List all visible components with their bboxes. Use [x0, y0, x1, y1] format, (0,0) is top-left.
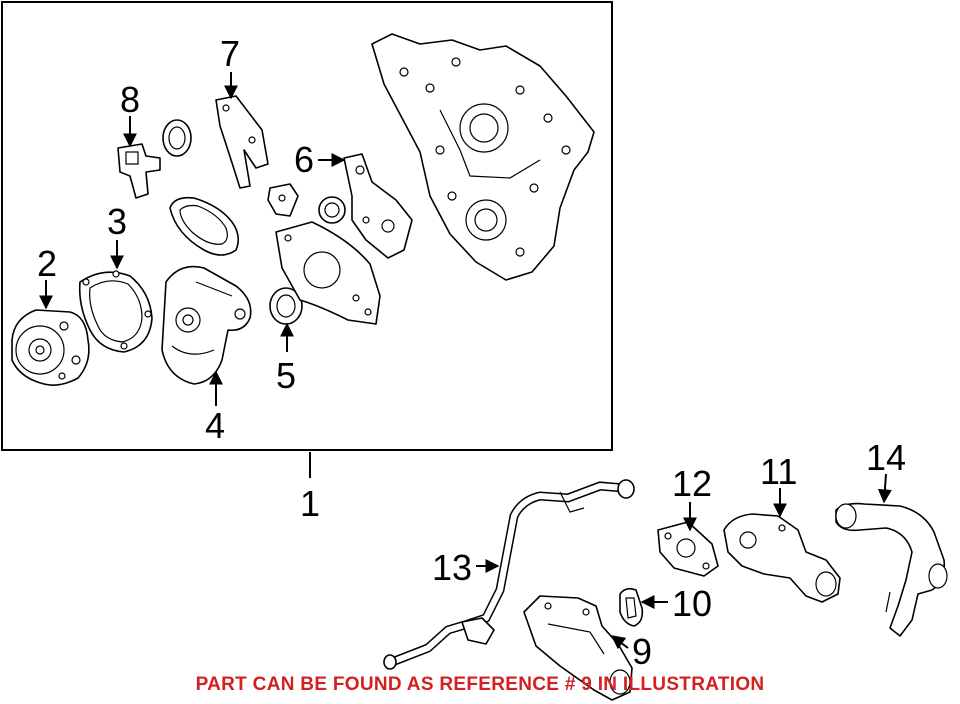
callout-2: 2	[37, 243, 57, 284]
part-3-gasket[interactable]	[78, 270, 153, 353]
callout-10: 10	[672, 583, 712, 624]
callout-12: 12	[672, 463, 712, 504]
cover-seal	[318, 196, 346, 224]
assembly-frame	[1, 1, 613, 451]
part-2-water-pump[interactable]	[11, 309, 90, 386]
part-4-pump-housing[interactable]	[161, 265, 252, 385]
callout-6: 6	[294, 139, 314, 180]
part-12-flange-gasket[interactable]	[657, 521, 719, 577]
oval-gasket	[169, 196, 240, 256]
leader-lines	[39, 72, 892, 650]
part-6-bracket[interactable]	[343, 153, 413, 259]
part-9-thermostat-housing[interactable]	[523, 595, 633, 701]
tensioner-block	[267, 183, 299, 217]
callout-11: 11	[760, 451, 797, 492]
timing-cover	[371, 33, 595, 281]
callout-3: 3	[107, 201, 127, 242]
part-11-thermostat[interactable]	[723, 513, 841, 603]
part-8-sensor[interactable]	[117, 143, 161, 199]
part-7-chain-guide[interactable]	[215, 95, 269, 189]
callout-9: 9	[632, 631, 652, 672]
callout-5: 5	[276, 355, 296, 396]
callout-8: 8	[120, 79, 140, 120]
small-seal	[162, 119, 192, 157]
callout-14: 14	[866, 437, 906, 478]
part-13-coolant-tube[interactable]	[383, 479, 635, 670]
reference-notice: PART CAN BE FOUND AS REFERENCE # 9 IN IL…	[195, 674, 765, 695]
part-5-seal[interactable]	[269, 287, 303, 325]
cover-gasket	[275, 221, 381, 325]
callout-4: 4	[205, 405, 225, 446]
callout-1: 1	[300, 483, 320, 524]
part-14-hose[interactable]	[835, 502, 948, 637]
callout-13: 13	[432, 547, 472, 588]
callout-7: 7	[220, 33, 240, 74]
part-10-gasket[interactable]	[619, 587, 644, 627]
